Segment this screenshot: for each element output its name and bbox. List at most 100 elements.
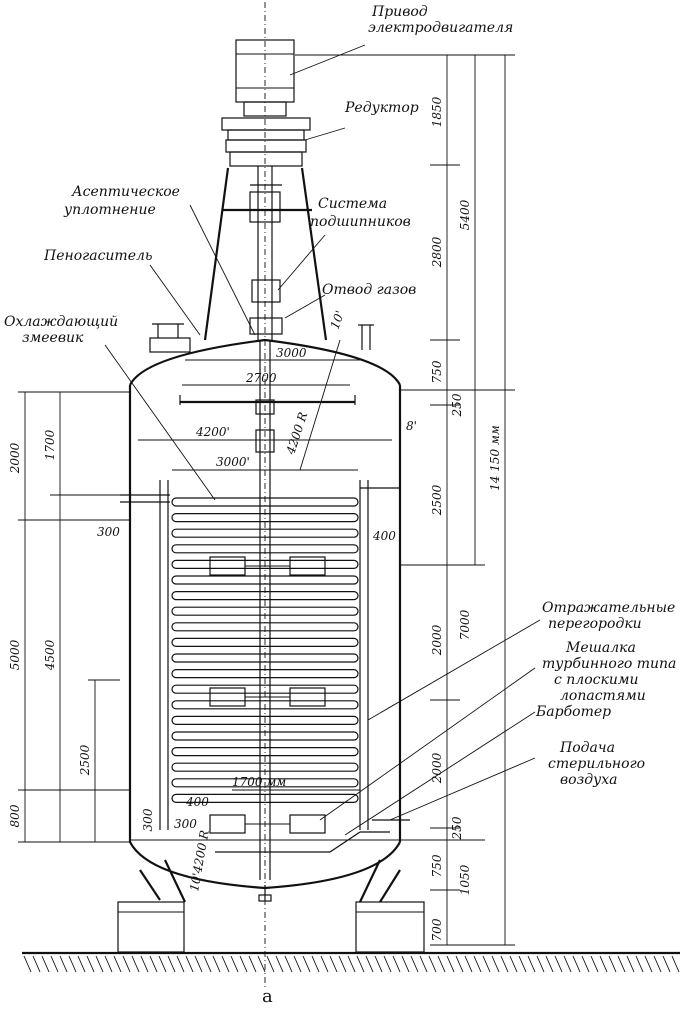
- cooling-coil: [171, 497, 359, 804]
- label-sparger: Барботер: [535, 704, 611, 720]
- ground-hatch: [113, 955, 122, 973]
- ground-hatch: [320, 955, 329, 973]
- ground-hatch: [527, 955, 536, 973]
- coil-turn: [171, 700, 359, 710]
- ground-hatch: [392, 955, 401, 973]
- ground-hatch: [50, 955, 59, 973]
- coil-turn: [171, 512, 359, 523]
- label-coil-2: змеевик: [22, 330, 84, 346]
- component-labels: Привод электродвигателя Редуктор Асептич…: [4, 4, 676, 1007]
- ground-hatch: [131, 955, 140, 973]
- dim-3000-top: 3000: [276, 346, 307, 360]
- ground-hatch: [419, 955, 428, 973]
- ground-hatch: [653, 955, 662, 973]
- ground-hatch: [257, 955, 266, 973]
- ground-hatch: [329, 955, 338, 973]
- left-dimension-lines: [18, 391, 130, 843]
- dim-2700: 2700: [245, 371, 277, 385]
- ground-hatch: [599, 955, 608, 973]
- drive-frame: [203, 166, 328, 341]
- impellers: [209, 556, 326, 834]
- dim-5400: 5400: [458, 199, 472, 230]
- dim-1700: 1700: [43, 429, 57, 460]
- dim-400-bottom: 400: [185, 795, 209, 809]
- ground-hatch: [482, 955, 491, 973]
- dim-8: 8': [406, 419, 417, 433]
- label-bearings-1: Система: [318, 196, 387, 212]
- nozzles: [120, 323, 410, 821]
- ground-hatch: [266, 955, 275, 973]
- right-dimensions: 1850 2800 750 250 2500 2000 2000 250 750…: [430, 96, 502, 941]
- label-gas-outlet: Отвод газов: [322, 282, 416, 298]
- motor: [235, 39, 295, 117]
- sparger: [215, 831, 390, 853]
- ground-hatch: [95, 955, 104, 973]
- dim-10: 10': [328, 309, 348, 331]
- label-baffles-1: Отражательные: [542, 600, 675, 616]
- ground-hatch: [212, 955, 221, 973]
- coil-turn: [171, 575, 359, 585]
- coil-turn: [171, 684, 359, 694]
- dim-300-left: 300: [97, 525, 120, 539]
- label-bearings-2: подшипников: [310, 214, 411, 230]
- coil-turn: [171, 637, 359, 648]
- coil-turn: [171, 778, 359, 788]
- ground-hatch: [356, 955, 365, 973]
- ground-hatch: [239, 955, 248, 973]
- ground-hatch: [446, 955, 455, 973]
- dim-700: 700: [430, 918, 444, 941]
- dim-1850: 1850: [430, 96, 444, 127]
- coil-turn: [171, 622, 359, 632]
- ground-hatch: [410, 955, 419, 973]
- ground-hatch: [617, 955, 626, 973]
- leader-lines: [104, 44, 541, 836]
- ground-hatch: [293, 955, 302, 973]
- ground-hatch: [221, 955, 230, 973]
- label-air-1: Подача: [559, 740, 615, 756]
- dim-r-bottom: 10'4200 R: [187, 829, 212, 892]
- ground-hatch: [464, 955, 473, 973]
- ground-hatch: [158, 955, 167, 973]
- dim-750-top: 750: [430, 360, 444, 383]
- ground-hatch: [86, 955, 95, 973]
- coil-turn: [171, 497, 359, 507]
- dim-250-top: 250: [450, 393, 464, 417]
- ground-hatch: [428, 955, 437, 973]
- internal-dimensions: 3000 2700 4200' 4200 R 8' 10' 3000' 300 …: [97, 309, 417, 893]
- ground-hatch: [536, 955, 545, 973]
- ground-hatch: [473, 955, 482, 973]
- coil-turn: [171, 590, 359, 601]
- ground-hatch: [671, 955, 680, 973]
- ground-hatch: [509, 955, 518, 973]
- dim-5000: 5000: [8, 639, 22, 670]
- label-antifoam: Пеногаситель: [43, 248, 153, 264]
- ground-hatch: [608, 955, 617, 973]
- ground-hatch: [248, 955, 257, 973]
- ground-hatch: [590, 955, 599, 973]
- coil-turn: [171, 653, 359, 663]
- ground-hatch: [68, 955, 77, 973]
- ground-hatch: [41, 955, 50, 973]
- coil-turn: [171, 606, 359, 616]
- coil-turn: [171, 762, 359, 772]
- left-dimensions: 2000 5000 800 1700 4500 2500: [8, 429, 92, 827]
- ground-hatch: [437, 955, 446, 973]
- dim-250-bottom: 250: [450, 816, 464, 840]
- label-baffles-2: перегородки: [548, 616, 642, 632]
- ground-hatch: [581, 955, 590, 973]
- right-dimension-lines: [295, 54, 515, 946]
- ground-hatch: [383, 955, 392, 973]
- coil-turn: [171, 731, 359, 741]
- dim-2000-left: 2000: [8, 442, 22, 474]
- dim-300-bottom: 300: [174, 817, 197, 831]
- ground-hatch: [275, 955, 284, 973]
- ground: [22, 951, 680, 973]
- ground-hatch: [140, 955, 149, 973]
- ground-hatch: [59, 955, 68, 973]
- vessel: [128, 338, 402, 890]
- coil-turn: [171, 715, 359, 726]
- ground-hatch: [500, 955, 509, 973]
- label-air-3: воздуха: [560, 772, 617, 788]
- coil-turn: [171, 668, 359, 679]
